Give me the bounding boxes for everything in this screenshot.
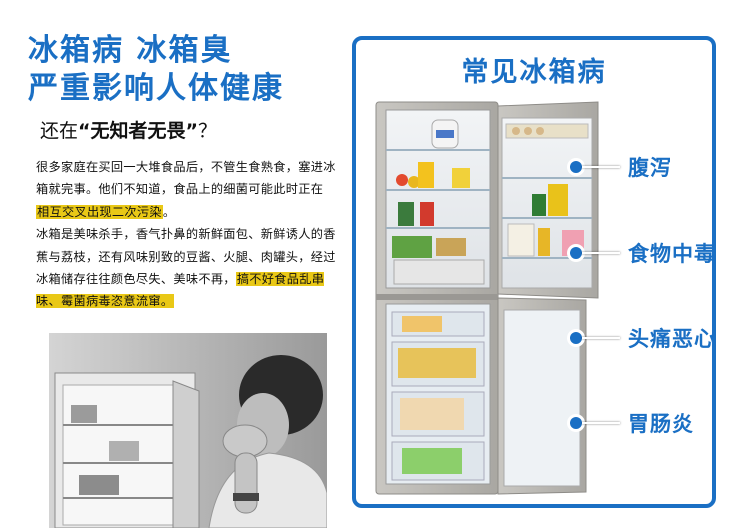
body-paragraph-2: 冰箱是美味杀手，香气扑鼻的新鲜面包、新鲜诱人的香蕉与荔枝，还有风味别致的豆酱、火… <box>36 227 336 287</box>
callout-line <box>582 166 620 168</box>
fridge-diseases-panel: 常见冰箱病 <box>352 36 716 508</box>
question-suffix: ？ <box>198 120 218 142</box>
callout-dot-icon <box>570 332 582 344</box>
callout-dot-icon <box>570 417 582 429</box>
symptom-label: 胃肠炎 <box>628 412 694 436</box>
callout-dot-icon <box>570 247 582 259</box>
symptom-food-poisoning: 食物中毒 <box>570 238 716 268</box>
headline-line-2: 严重影响人体健康 <box>28 71 284 106</box>
headline-line-1: 冰箱病 冰箱臭 <box>28 33 233 68</box>
body-paragraph-1: 很多家庭在买回一大堆食品后，不管生食熟食，塞进冰箱就完事。他们不知道，食品上的细… <box>36 160 336 197</box>
body-highlight-1: 相互交叉出现二次污染 <box>36 204 163 219</box>
symptom-label: 头痛恶心 <box>628 327 716 351</box>
symptom-label: 腹泻 <box>628 156 672 180</box>
panel-title: 常见冰箱病 <box>461 57 607 88</box>
fridge-illustration <box>372 98 604 498</box>
question: 还在“无知者无畏”？ <box>40 118 217 144</box>
woman-at-fridge-photo <box>49 333 327 528</box>
body-text: 很多家庭在买回一大堆食品后，不管生食熟食，塞进冰箱就完事。他们不知道，食品上的细… <box>36 156 336 313</box>
callout-line <box>582 337 620 339</box>
symptom-diarrhea: 腹泻 <box>570 152 672 182</box>
symptom-gastroenteritis: 胃肠炎 <box>570 408 694 438</box>
headline: 冰箱病 冰箱臭 严重影响人体健康 <box>28 32 328 108</box>
question-prefix: 还在 <box>40 120 79 142</box>
callout-line <box>582 422 620 424</box>
symptom-headache-nausea: 头痛恶心 <box>570 323 716 353</box>
callout-dot-icon <box>570 161 582 173</box>
symptom-label: 食物中毒 <box>628 242 716 266</box>
body-paragraph-1-end: 。 <box>162 204 176 219</box>
question-quote: “无知者无畏” <box>78 120 198 142</box>
callout-line <box>582 252 620 254</box>
